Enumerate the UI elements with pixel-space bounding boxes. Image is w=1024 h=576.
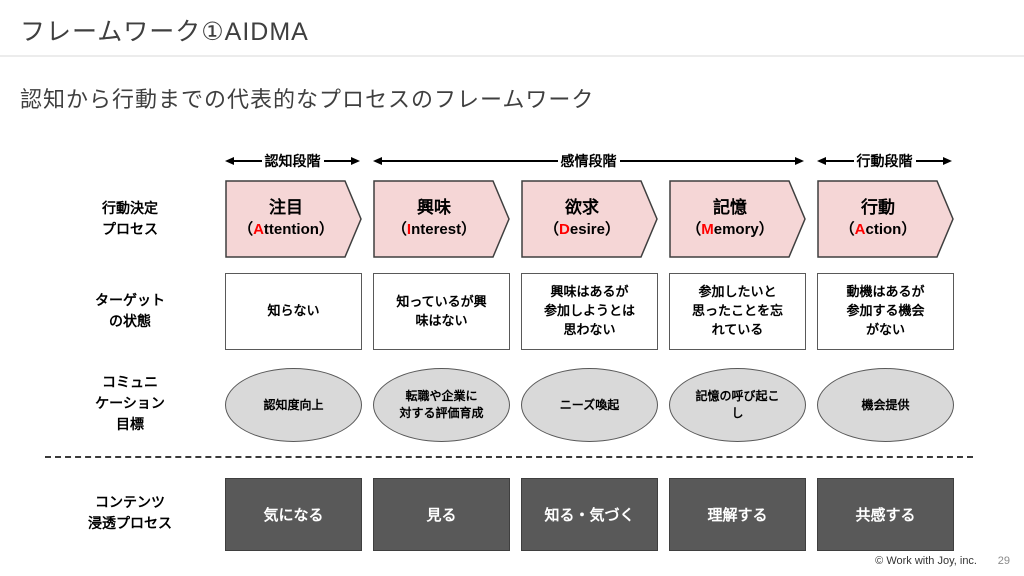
- step-en-rest: esire: [569, 221, 605, 239]
- step-english: （Action）: [840, 220, 917, 240]
- page-title: フレームワーク①AIDMA: [20, 18, 309, 46]
- arrow-left-icon: [817, 157, 826, 165]
- communication-goal-ellipse: ニーズ喚起: [521, 368, 658, 442]
- target-state-box: 知らない: [225, 273, 362, 350]
- step-initial: A: [854, 221, 866, 239]
- chevron-arrow-icon: [669, 180, 806, 258]
- paren-close: ）: [604, 221, 620, 239]
- step-english: （Interest）: [392, 220, 476, 240]
- step-text: 行動 （Action）: [817, 180, 939, 258]
- arrow-line: [382, 160, 558, 162]
- arrow-right-icon: [943, 157, 952, 165]
- target-state-box: 参加したいと 思ったことを忘 れている: [669, 273, 806, 350]
- slide-header: [0, 0, 1024, 57]
- process-step-memory: 記憶 （Memory）: [669, 180, 806, 258]
- process-step-desire: 欲求 （Desire）: [521, 180, 658, 258]
- row-label-communication-goal: コミュニ ケーション 目標: [95, 374, 165, 432]
- process-step-attention: 注目 （Attention）: [225, 180, 362, 258]
- arrow-line: [619, 160, 795, 162]
- step-english: （Memory）: [686, 220, 774, 240]
- paren-open: （: [238, 221, 254, 239]
- stage-header-action: 行動段階: [817, 150, 952, 172]
- target-state-box: 動機はあるが 参加する機会 がない: [817, 273, 954, 350]
- step-en-rest: ction: [865, 221, 902, 239]
- content-process-box: 理解する: [669, 478, 806, 551]
- step-term: 行動: [861, 198, 895, 218]
- step-initial: A: [253, 221, 264, 239]
- target-state-box: 知っているが興 味はない: [373, 273, 510, 350]
- step-en-rest: ttention: [263, 221, 319, 239]
- content-process-box: 見る: [373, 478, 510, 551]
- content-process-box: 気になる: [225, 478, 362, 551]
- paren-open: （: [839, 221, 855, 239]
- paren-close: ）: [901, 221, 917, 239]
- step-english: （Desire）: [544, 220, 620, 240]
- chevron-arrow-icon: [521, 180, 658, 258]
- content-process-box: 共感する: [817, 478, 954, 551]
- process-step-action: 行動 （Action）: [817, 180, 954, 258]
- target-state-box: 興味はあるが 参加しようとは 思わない: [521, 273, 658, 350]
- row-label-content-process: コンテンツ 浸透プロセス: [88, 494, 172, 531]
- arrow-left-icon: [373, 157, 382, 165]
- process-step-interest: 興味 （Interest）: [373, 180, 510, 258]
- footer-copyright: © Work with Joy, inc.: [875, 555, 977, 567]
- paren-close: ）: [758, 221, 774, 239]
- arrow-right-icon: [795, 157, 804, 165]
- step-term: 記憶: [713, 198, 747, 218]
- page-subtitle: 認知から行動までの代表的なプロセスのフレームワーク: [20, 87, 595, 112]
- stage-label: 感情段階: [560, 153, 617, 169]
- step-english: （Attention）: [238, 220, 334, 240]
- arrow-line: [323, 160, 351, 162]
- step-text: 興味 （Interest）: [373, 180, 495, 258]
- step-initial: D: [559, 221, 570, 239]
- paren-close: ）: [318, 221, 334, 239]
- row-label-target-state: ターゲット の状態: [95, 292, 165, 329]
- row-label-process: 行動決定 プロセス: [102, 200, 158, 237]
- arrow-line: [826, 160, 854, 162]
- paren-close: ）: [461, 221, 477, 239]
- stage-label: 認知段階: [264, 153, 321, 169]
- step-initial: I: [406, 221, 412, 239]
- step-en-rest: nterest: [411, 221, 462, 239]
- arrow-line: [915, 160, 943, 162]
- stage-header-emotion: 感情段階: [373, 150, 804, 172]
- communication-goal-ellipse: 機会提供: [817, 368, 954, 442]
- dashed-divider: [45, 456, 973, 458]
- paren-open: （: [686, 221, 702, 239]
- step-en-rest: emory: [713, 221, 759, 239]
- step-initial: M: [701, 221, 714, 239]
- page-number: 29: [997, 555, 1010, 567]
- communication-goal-ellipse: 認知度向上: [225, 368, 362, 442]
- arrow-right-icon: [351, 157, 360, 165]
- arrow-line: [234, 160, 262, 162]
- chevron-arrow-icon: [373, 180, 510, 258]
- step-term: 興味: [417, 198, 451, 218]
- communication-goal-ellipse: 転職や企業に 対する評価育成: [373, 368, 510, 442]
- step-term: 注目: [269, 198, 303, 218]
- stage-header-cognition: 認知段階: [225, 150, 360, 172]
- step-text: 欲求 （Desire）: [521, 180, 643, 258]
- paren-open: （: [544, 221, 560, 239]
- step-text: 注目 （Attention）: [225, 180, 347, 258]
- chevron-arrow-icon: [225, 180, 362, 258]
- communication-goal-ellipse: 記憶の呼び起こ し: [669, 368, 806, 442]
- paren-open: （: [391, 221, 407, 239]
- content-process-box: 知る・気づく: [521, 478, 658, 551]
- arrow-left-icon: [225, 157, 234, 165]
- chevron-arrow-icon: [817, 180, 954, 258]
- stage-label: 行動段階: [856, 153, 913, 169]
- step-text: 記憶 （Memory）: [669, 180, 791, 258]
- step-term: 欲求: [565, 198, 599, 218]
